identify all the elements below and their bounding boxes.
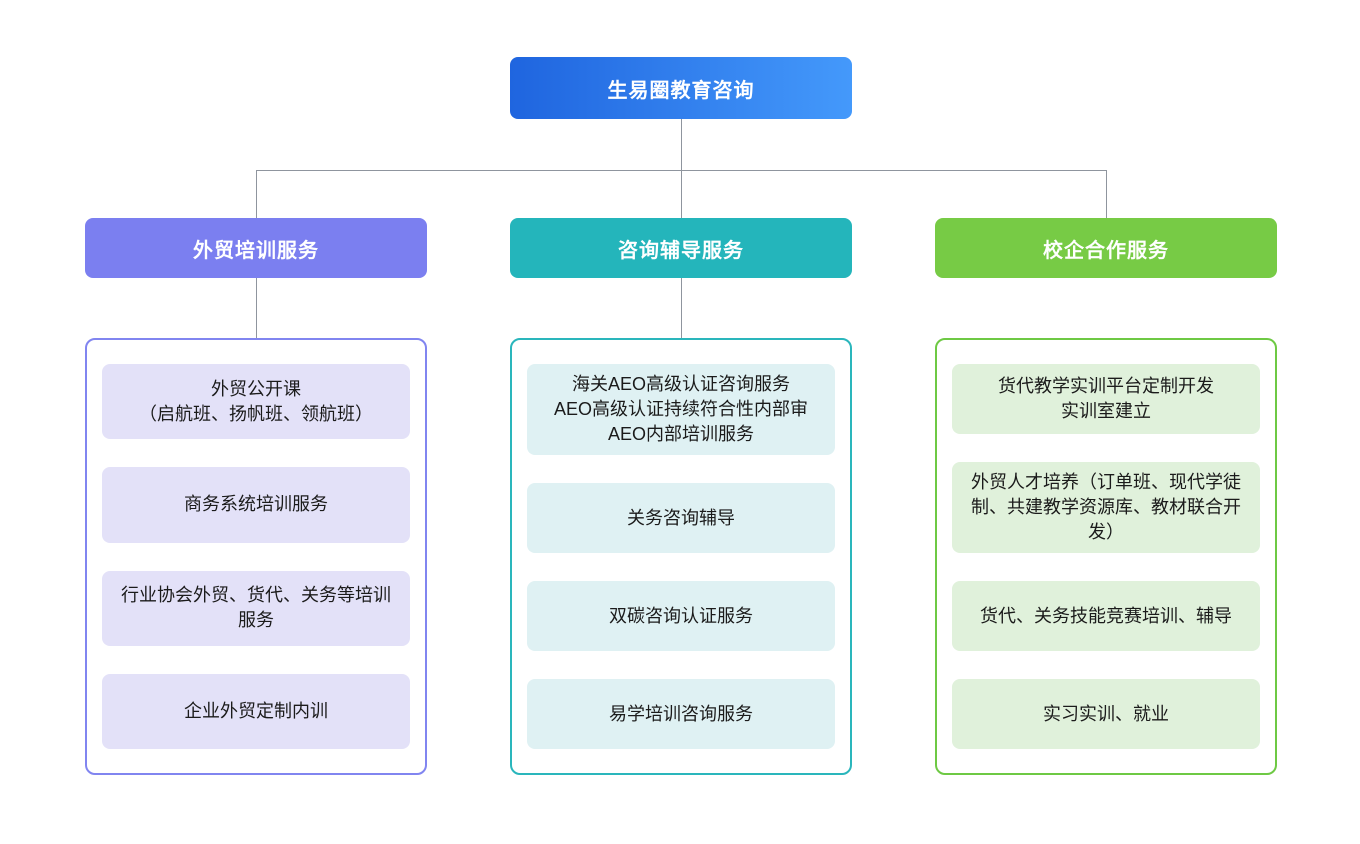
branch-header-label: 校企合作服务	[1043, 239, 1169, 262]
leaf-node: 双碳咨询认证服务	[527, 581, 835, 651]
branch-header-school-enterprise-cooperation: 校企合作服务	[935, 218, 1277, 278]
connector-branch-1-drop	[256, 170, 257, 218]
leaf-node: 外贸公开课 （启航班、扬帆班、领航班）	[102, 364, 410, 440]
leaf-node: 易学培训咨询服务	[527, 679, 835, 749]
branch-header-consulting-coaching: 咨询辅导服务	[510, 218, 852, 278]
leaf-node: 关务咨询辅导	[527, 483, 835, 553]
branch-header-foreign-trade-training: 外贸培训服务	[85, 218, 427, 278]
leaf-node: 海关AEO高级认证咨询服务 AEO高级认证持续符合性内部审 AEO内部培训服务	[527, 364, 835, 455]
leaf-node: 外贸人才培养（订单班、现代学徒制、共建教学资源库、教材联合开发）	[952, 462, 1260, 553]
connector-branch-3-drop	[1106, 170, 1107, 218]
branch-header-label: 咨询辅导服务	[618, 239, 744, 262]
connector-branch-1-sub-drop	[256, 278, 257, 338]
branch-container-foreign-trade-training: 外贸公开课 （启航班、扬帆班、领航班） 商务系统培训服务 行业协会外贸、货代、关…	[85, 338, 427, 775]
leaf-node: 货代教学实训平台定制开发 实训室建立	[952, 364, 1260, 434]
leaf-node: 行业协会外贸、货代、关务等培训服务	[102, 570, 410, 646]
connector-root-drop	[681, 119, 682, 170]
root-node: 生易圈教育咨询	[510, 57, 852, 119]
leaf-node: 货代、关务技能竞赛培训、辅导	[952, 581, 1260, 651]
branch-header-label: 外贸培训服务	[193, 239, 319, 262]
root-node-label: 生易圈教育咨询	[607, 79, 755, 102]
leaf-node: 实习实训、就业	[952, 679, 1260, 749]
connector-branch-2-drop	[681, 170, 682, 218]
connector-branch-2-sub-drop	[681, 278, 682, 338]
leaf-node: 企业外贸定制内训	[102, 673, 410, 749]
branch-container-school-enterprise-cooperation: 货代教学实训平台定制开发 实训室建立 外贸人才培养（订单班、现代学徒制、共建教学…	[935, 338, 1277, 775]
leaf-node: 商务系统培训服务	[102, 467, 410, 543]
branch-container-consulting-coaching: 海关AEO高级认证咨询服务 AEO高级认证持续符合性内部审 AEO内部培训服务 …	[510, 338, 852, 775]
